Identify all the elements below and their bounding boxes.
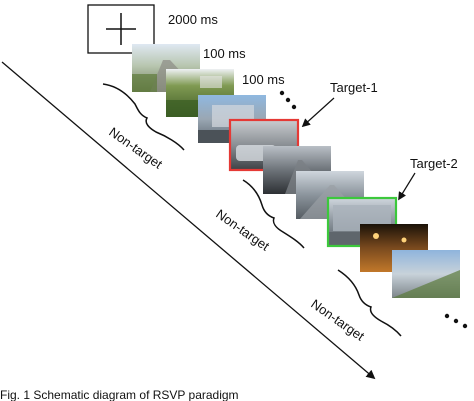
ellipsis-icon xyxy=(444,313,468,329)
frame-timing: 100 ms xyxy=(203,46,246,61)
time-axis-arrow xyxy=(1,61,376,380)
frame-timing: 100 ms xyxy=(242,72,285,87)
non-target-brace xyxy=(102,83,185,151)
non-target-brace xyxy=(337,269,402,337)
fixation-timing: 2000 ms xyxy=(168,12,218,27)
non-target-brace xyxy=(242,179,305,249)
non-target-label: Non-target xyxy=(106,124,165,172)
non-target-label: Non-target xyxy=(213,206,272,254)
figure-caption: Fig. 1 Schematic diagram of RSVP paradig… xyxy=(0,388,239,401)
target-2-arrow xyxy=(398,172,416,201)
fixation-cross-frame xyxy=(87,4,155,54)
target-2-label: Target-2 xyxy=(410,156,458,171)
non-target-label: Non-target xyxy=(308,296,367,344)
ellipsis-icon xyxy=(279,90,297,110)
image-frame xyxy=(392,250,460,298)
target-1-arrow xyxy=(301,97,335,128)
target-1-label: Target-1 xyxy=(330,80,378,95)
